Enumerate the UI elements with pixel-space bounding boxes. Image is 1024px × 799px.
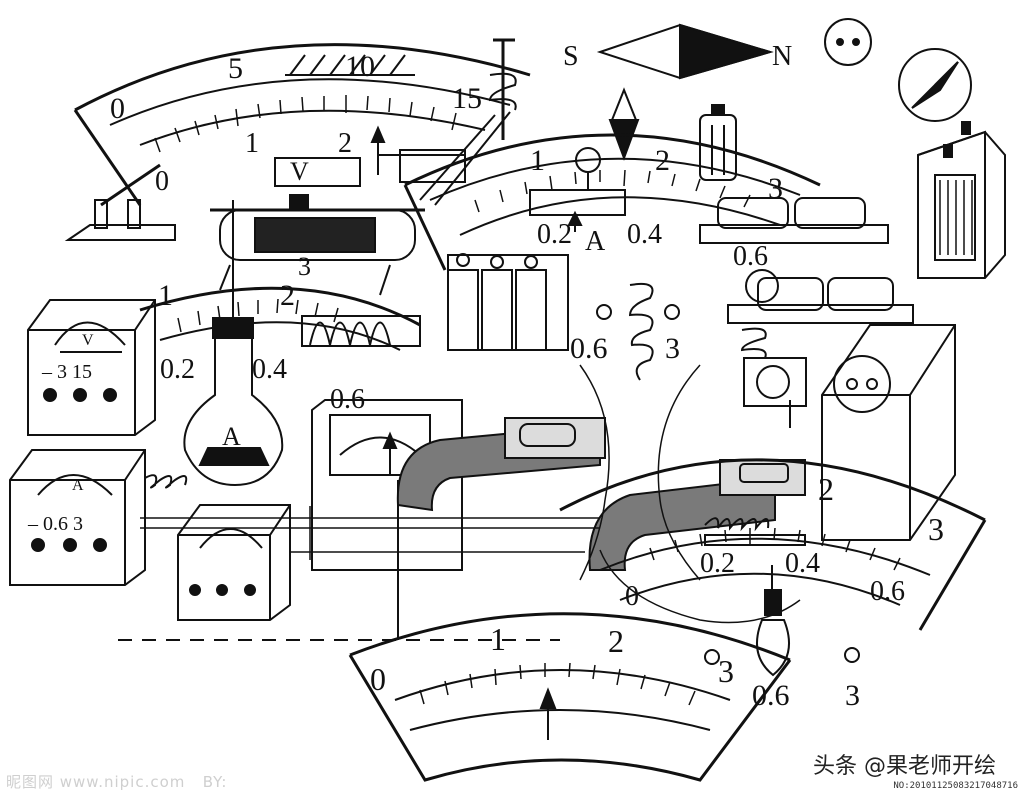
top-scale-label-10: 10 xyxy=(345,50,375,83)
wires xyxy=(140,364,801,624)
mid-terminal-0.6: 0.6 xyxy=(570,332,608,365)
north-label: N xyxy=(772,41,792,72)
mid-scale-b-0.4: 0.4 xyxy=(627,219,662,250)
left-scale-1: 1 xyxy=(158,279,173,312)
small-voltmeter-unit: V xyxy=(82,332,94,349)
mid-scale-b-0.2: 0.2 xyxy=(537,219,572,250)
galvanometer-box xyxy=(311,399,463,640)
right-scale-0: 0 xyxy=(625,581,639,612)
bottom-scale-1: 1 xyxy=(490,621,506,657)
bottom-scale-2: 2 xyxy=(608,623,624,659)
watermark-author: 头条 @果老师开绘 xyxy=(813,754,996,779)
top-scale-label-0: 0 xyxy=(110,92,125,125)
south-label: S xyxy=(563,41,579,72)
right-scale-b-0.4: 0.4 xyxy=(785,548,820,579)
watermark-site-text: 昵图网 www.nipic.com xyxy=(6,773,186,791)
small-voltmeter-terminals: – 3 15 xyxy=(41,361,92,383)
small-ammeter-center xyxy=(177,504,291,621)
right-scale-b-0.2: 0.2 xyxy=(700,548,735,579)
mid-scale-b-0.6: 0.6 xyxy=(733,241,768,272)
right-scale-2: 2 xyxy=(818,471,834,507)
small-ammeter-terminals: – 0.6 3 xyxy=(27,513,83,535)
left-scale-2: 2 xyxy=(280,279,295,312)
bottom-scale-3: 3 xyxy=(718,653,734,689)
compass-needle: S N xyxy=(563,23,792,80)
top-scale-b-2: 2 xyxy=(338,128,352,159)
left-ammeter-scale: 1 2 0.2 0.4 0.6 xyxy=(139,279,421,415)
mid-scale-3: 3 xyxy=(768,172,783,205)
watermark-image-no: NO:20101125083217048716 xyxy=(893,781,1018,791)
sliding-rheostat: 3 xyxy=(210,194,425,296)
horseshoe-magnet-upper xyxy=(396,417,606,512)
indicator-arrow xyxy=(608,87,640,161)
mid-unit-label: A xyxy=(585,226,606,257)
compass-icon xyxy=(898,48,972,122)
top-scale-label-5: 5 xyxy=(228,52,243,85)
bottom-terminal-3: 3 xyxy=(845,679,860,712)
knife-switch xyxy=(64,163,176,241)
mid-scale-2: 2 xyxy=(655,144,670,177)
left-scale-b-0.2: 0.2 xyxy=(160,354,195,385)
watermark-site: 昵图网 www.nipic.com BY: xyxy=(6,771,227,792)
top-scale-b-1: 1 xyxy=(245,128,259,159)
watermark-by: BY: xyxy=(202,773,228,791)
bottom-terminal-0.6: 0.6 xyxy=(752,679,790,712)
right-ammeter-scale: 2 3 0.2 0.4 0.6 0 xyxy=(559,458,987,631)
socket-icon xyxy=(824,18,872,66)
light-bulb xyxy=(756,565,790,677)
top-unit-label: V xyxy=(290,157,309,186)
top-scale-label-15: 15 xyxy=(452,82,482,115)
left-scale-b-0.4: 0.4 xyxy=(252,354,287,385)
bottom-meter-scale: 0 1 2 3 0.6 3 xyxy=(348,612,860,782)
battery-pack xyxy=(447,253,569,351)
storage-battery-icon xyxy=(917,121,1006,279)
resistor-board xyxy=(699,197,914,428)
small-ammeter-left: A – 0.6 3 xyxy=(9,449,188,586)
mid-scale-1: 1 xyxy=(530,144,545,177)
top-voltmeter-scale: 0 5 10 15 0 1 2 V xyxy=(73,43,531,206)
small-voltmeter: V – 3 15 xyxy=(27,299,156,436)
middle-ammeter-scale: 1 2 3 0.2 0.4 0.6 A xyxy=(403,133,821,272)
socket-box xyxy=(821,324,956,541)
horseshoe-magnet-lower xyxy=(588,459,806,571)
small-ammeter-unit: A xyxy=(72,477,84,494)
rheostat-mark: 3 xyxy=(298,252,311,281)
mid-terminals: 0.6 3 xyxy=(570,282,680,381)
right-scale-3: 3 xyxy=(928,511,944,547)
top-scale-b-0: 0 xyxy=(155,166,169,197)
right-scale-b-0.6: 0.6 xyxy=(870,576,905,607)
mid-terminal-3: 3 xyxy=(665,332,680,365)
flask: A xyxy=(183,200,284,487)
bottom-scale-0: 0 xyxy=(370,661,386,697)
nail-coil xyxy=(419,38,517,206)
flask-label: A xyxy=(222,422,241,451)
